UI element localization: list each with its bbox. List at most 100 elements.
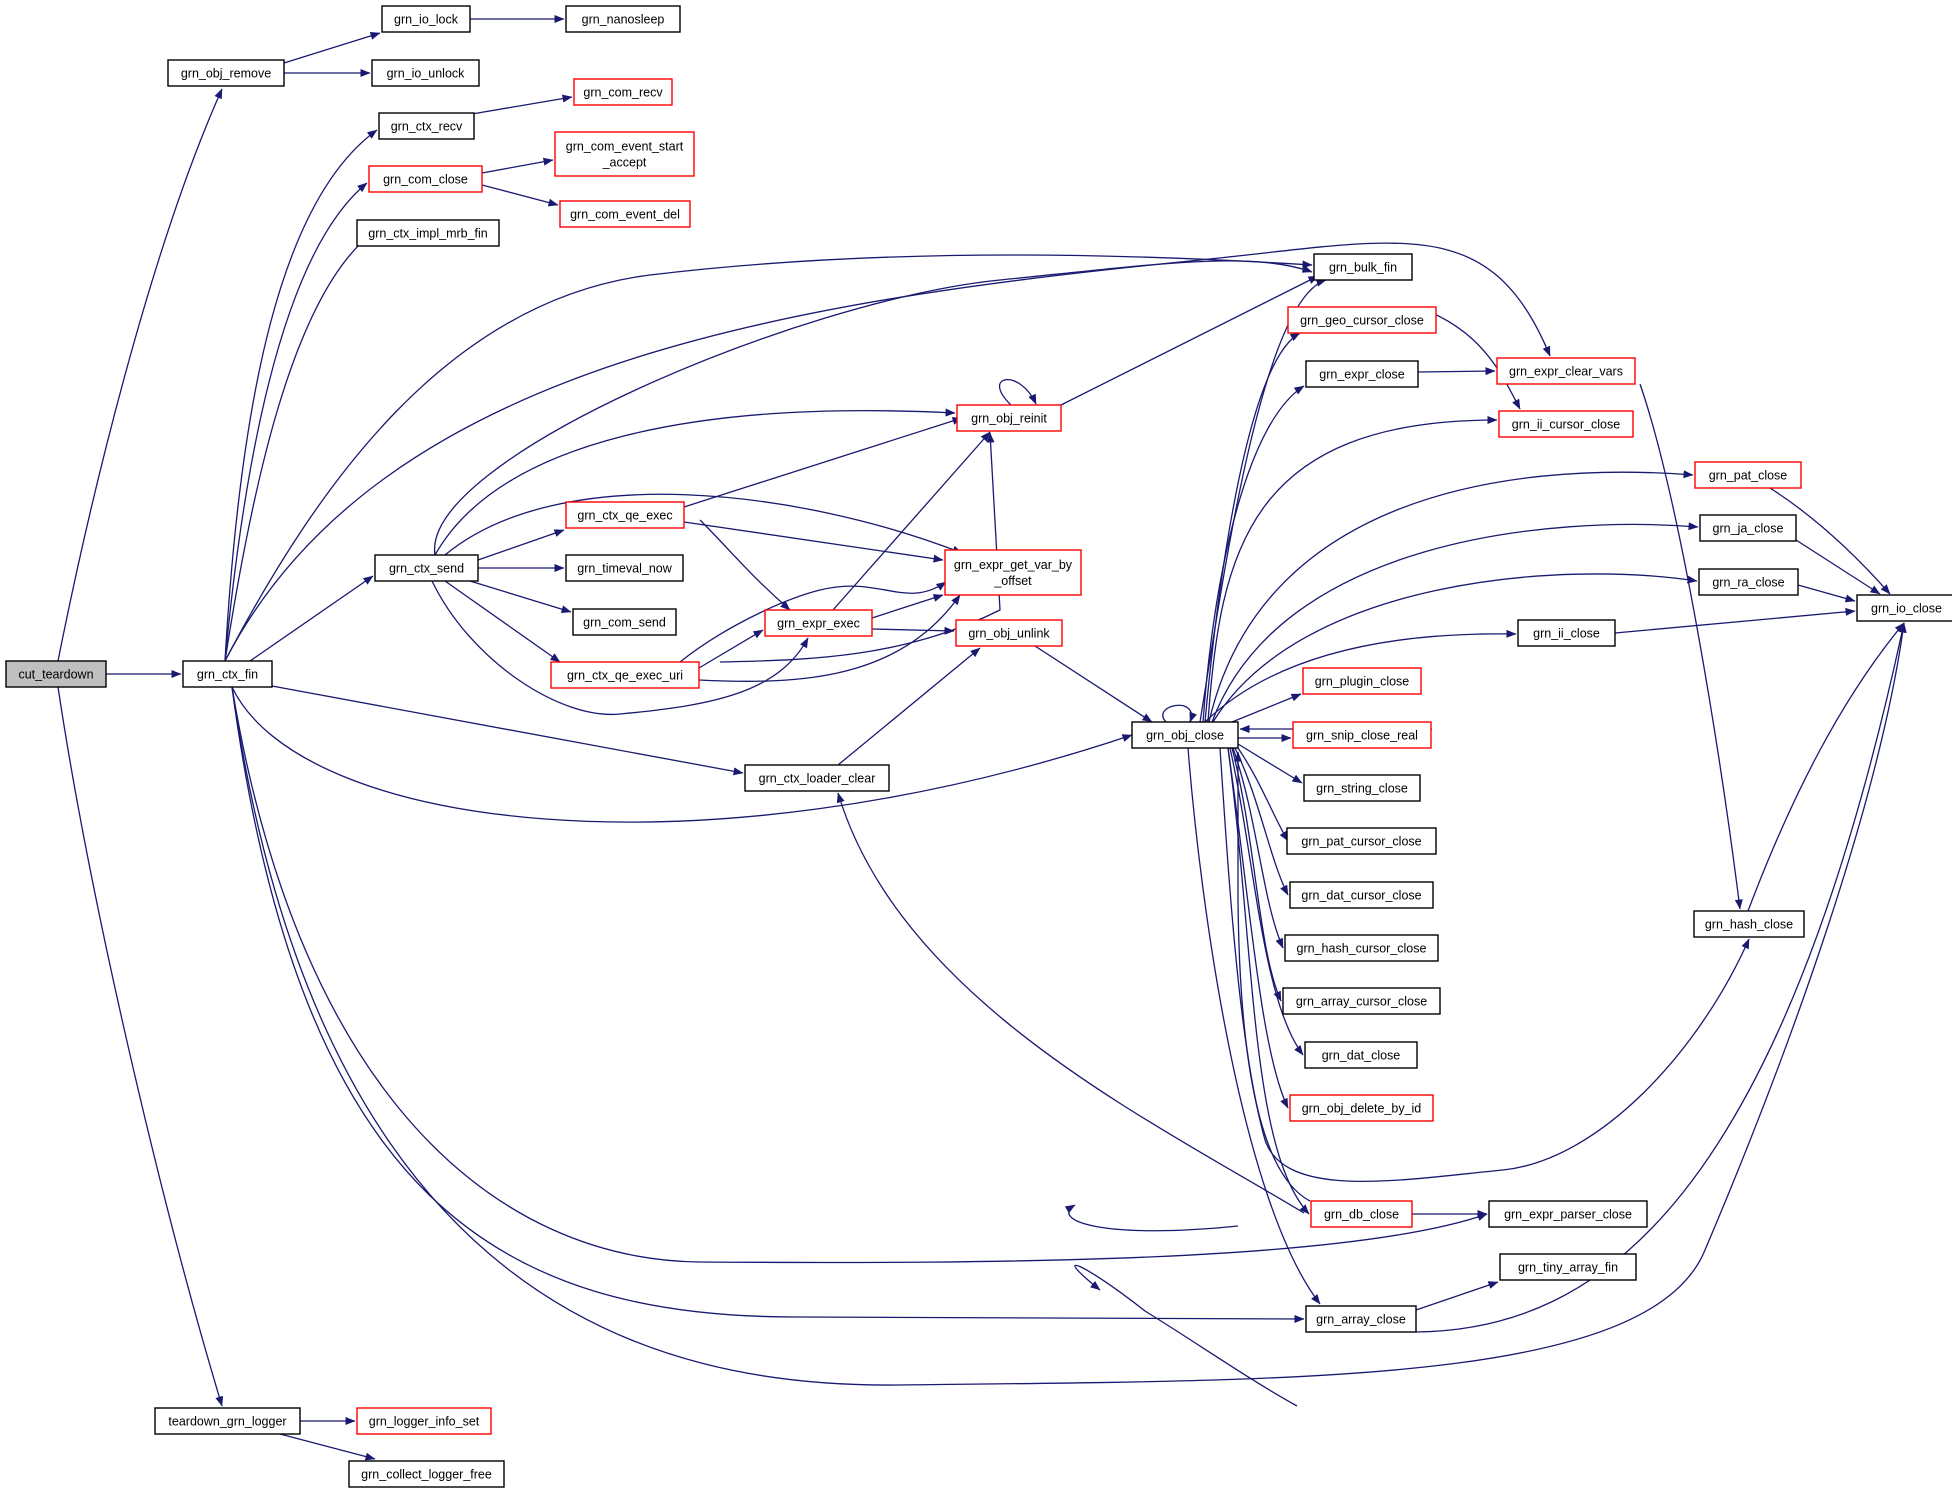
node-grn-ctx-send[interactable]: grn_ctx_send [374, 554, 479, 582]
node-grn-obj-delete-by-id[interactable]: grn_obj_delete_by_id [1289, 1094, 1434, 1122]
call-edge [1202, 385, 1305, 723]
node-label: cut_teardown [18, 668, 93, 682]
node-box [381, 5, 471, 33]
node-grn-com-event-del[interactable]: grn_com_event_del [559, 200, 691, 228]
node-grn-ctx-qe-exec-uri[interactable]: grn_ctx_qe_exec_uri [550, 661, 700, 689]
node-cut-teardown[interactable]: cut_teardown [5, 660, 107, 688]
node-grn-bulk-fin[interactable]: grn_bulk_fin [1313, 253, 1413, 281]
node-grn-obj-unlink[interactable]: grn_obj_unlink [955, 619, 1063, 647]
call-edge [224, 242, 1551, 662]
node-box [572, 608, 677, 636]
node-grn-obj-close[interactable]: grn_obj_close [1131, 721, 1239, 749]
node-label: grn_obj_reinit [971, 412, 1047, 426]
call-edge [481, 184, 559, 207]
call-edge [224, 234, 371, 662]
call-edge [871, 594, 944, 619]
call-edge [279, 1433, 376, 1461]
call-edge [1237, 743, 1303, 784]
call-edge [1234, 751, 1311, 1202]
node-grn-ctx-impl-mrb-fin[interactable]: grn_ctx_impl_mrb_fin [356, 219, 500, 247]
node-grn-geo-cursor-close[interactable]: grn_geo_cursor_close [1287, 306, 1437, 334]
node-box [356, 219, 500, 247]
node-teardown-grn-logger[interactable]: teardown_grn_logger [154, 1407, 301, 1435]
node-grn-obj-remove[interactable]: grn_obj_remove [167, 59, 285, 87]
node-box [1693, 910, 1805, 938]
node-grn-array-close[interactable]: grn_array_close [1305, 1305, 1417, 1333]
node-box [1282, 987, 1441, 1015]
call-edge [1208, 470, 1694, 723]
call-edge [1199, 278, 1327, 723]
node-grn-ra-close[interactable]: grn_ra_close [1698, 568, 1799, 596]
call-edge [679, 581, 947, 663]
node-grn-pat-close[interactable]: grn_pat_close [1694, 461, 1802, 489]
call-edge [57, 686, 224, 1407]
node-box [1302, 667, 1422, 695]
node-grn-plugin-close[interactable]: grn_plugin_close [1302, 667, 1422, 695]
node-box [1499, 1253, 1637, 1281]
node-grn-expr-clear-vars[interactable]: grn_expr_clear_vars [1496, 357, 1636, 385]
node-box [1304, 1041, 1418, 1069]
node-grn-io-close[interactable]: grn_io_close [1856, 594, 1952, 622]
call-edge [837, 647, 981, 766]
node-grn-expr-get-var-by-offset[interactable]: grn_expr_get_var_by_offset [944, 549, 1082, 596]
node-grn-ctx-loader-clear[interactable]: grn_ctx_loader_clear [744, 764, 890, 792]
node-grn-com-close[interactable]: grn_com_close [368, 165, 483, 193]
call-edge [1207, 416, 1498, 723]
node-label: grn_snip_close_real [1306, 729, 1418, 743]
node-box [944, 549, 1082, 596]
node-label: grn_geo_cursor_close [1300, 314, 1424, 328]
node-grn-array-cursor-close[interactable]: grn_array_cursor_close [1282, 987, 1441, 1015]
node-grn-com-event-start-accept[interactable]: grn_com_event_start_accept [554, 131, 695, 177]
node-grn-dat-close[interactable]: grn_dat_close [1304, 1041, 1418, 1069]
node-box [956, 404, 1062, 432]
node-label: teardown_grn_logger [168, 1415, 286, 1429]
node-label: grn_ctx_fin [197, 668, 258, 682]
call-edge [444, 493, 963, 556]
node-box [5, 660, 107, 688]
node-grn-ctx-fin[interactable]: grn_ctx_fin [182, 660, 273, 688]
node-grn-hash-close[interactable]: grn_hash_close [1693, 910, 1805, 938]
node-grn-dat-cursor-close[interactable]: grn_dat_cursor_close [1289, 881, 1434, 909]
node-grn-db-close[interactable]: grn_db_close [1310, 1200, 1413, 1228]
node-label: grn_dat_cursor_close [1301, 889, 1421, 903]
node-label: grn_expr_close [1319, 368, 1405, 382]
node-box [1488, 1200, 1648, 1228]
node-grn-expr-parser-close[interactable]: grn_expr_parser_close [1488, 1200, 1648, 1228]
node-grn-com-recv[interactable]: grn_com_recv [573, 78, 673, 106]
node-grn-com-send[interactable]: grn_com_send [572, 608, 677, 636]
node-grn-string-close[interactable]: grn_string_close [1303, 774, 1421, 802]
node-grn-timeval-now[interactable]: grn_timeval_now [565, 554, 684, 582]
node-grn-ii-cursor-close[interactable]: grn_ii_cursor_close [1498, 410, 1634, 438]
node-grn-snip-close-real[interactable]: grn_snip_close_real [1292, 721, 1432, 749]
node-box [1496, 357, 1636, 385]
node-grn-ctx-qe-exec[interactable]: grn_ctx_qe_exec [565, 501, 685, 529]
node-grn-ja-close[interactable]: grn_ja_close [1699, 514, 1797, 542]
node-grn-expr-exec[interactable]: grn_expr_exec [764, 609, 873, 637]
node-grn-nanosleep[interactable]: grn_nanosleep [565, 5, 681, 33]
node-label: grn_expr_clear_vars [1509, 365, 1623, 379]
node-label: grn_obj_unlink [968, 627, 1050, 641]
node-label: grn_dat_close [1322, 1049, 1401, 1063]
call-edge [231, 686, 1133, 823]
node-grn-ii-close[interactable]: grn_ii_close [1517, 619, 1616, 647]
node-grn-expr-close[interactable]: grn_expr_close [1305, 360, 1419, 388]
call-edge [271, 685, 744, 776]
call-edge [1419, 307, 1521, 410]
call-edge [224, 182, 368, 662]
call-edge [1232, 747, 1284, 949]
node-grn-collect-logger-free[interactable]: grn_collect_logger_free [348, 1460, 505, 1488]
node-grn-io-lock[interactable]: grn_io_lock [381, 5, 471, 33]
node-grn-io-unlock[interactable]: grn_io_unlock [371, 59, 480, 87]
node-grn-obj-reinit[interactable]: grn_obj_reinit [956, 404, 1062, 432]
call-edge [832, 431, 991, 611]
node-grn-ctx-recv[interactable]: grn_ctx_recv [378, 112, 475, 140]
node-label: grn_tiny_array_fin [1518, 1261, 1618, 1275]
node-grn-logger-info-set[interactable]: grn_logger_info_set [356, 1407, 492, 1435]
node-grn-hash-cursor-close[interactable]: grn_hash_cursor_close [1284, 934, 1439, 962]
node-grn-pat-cursor-close[interactable]: grn_pat_cursor_close [1286, 827, 1437, 855]
node-grn-tiny-array-fin[interactable]: grn_tiny_array_fin [1499, 1253, 1637, 1281]
node-box [154, 1407, 301, 1435]
call-edge [283, 32, 381, 64]
node-box [368, 165, 483, 193]
